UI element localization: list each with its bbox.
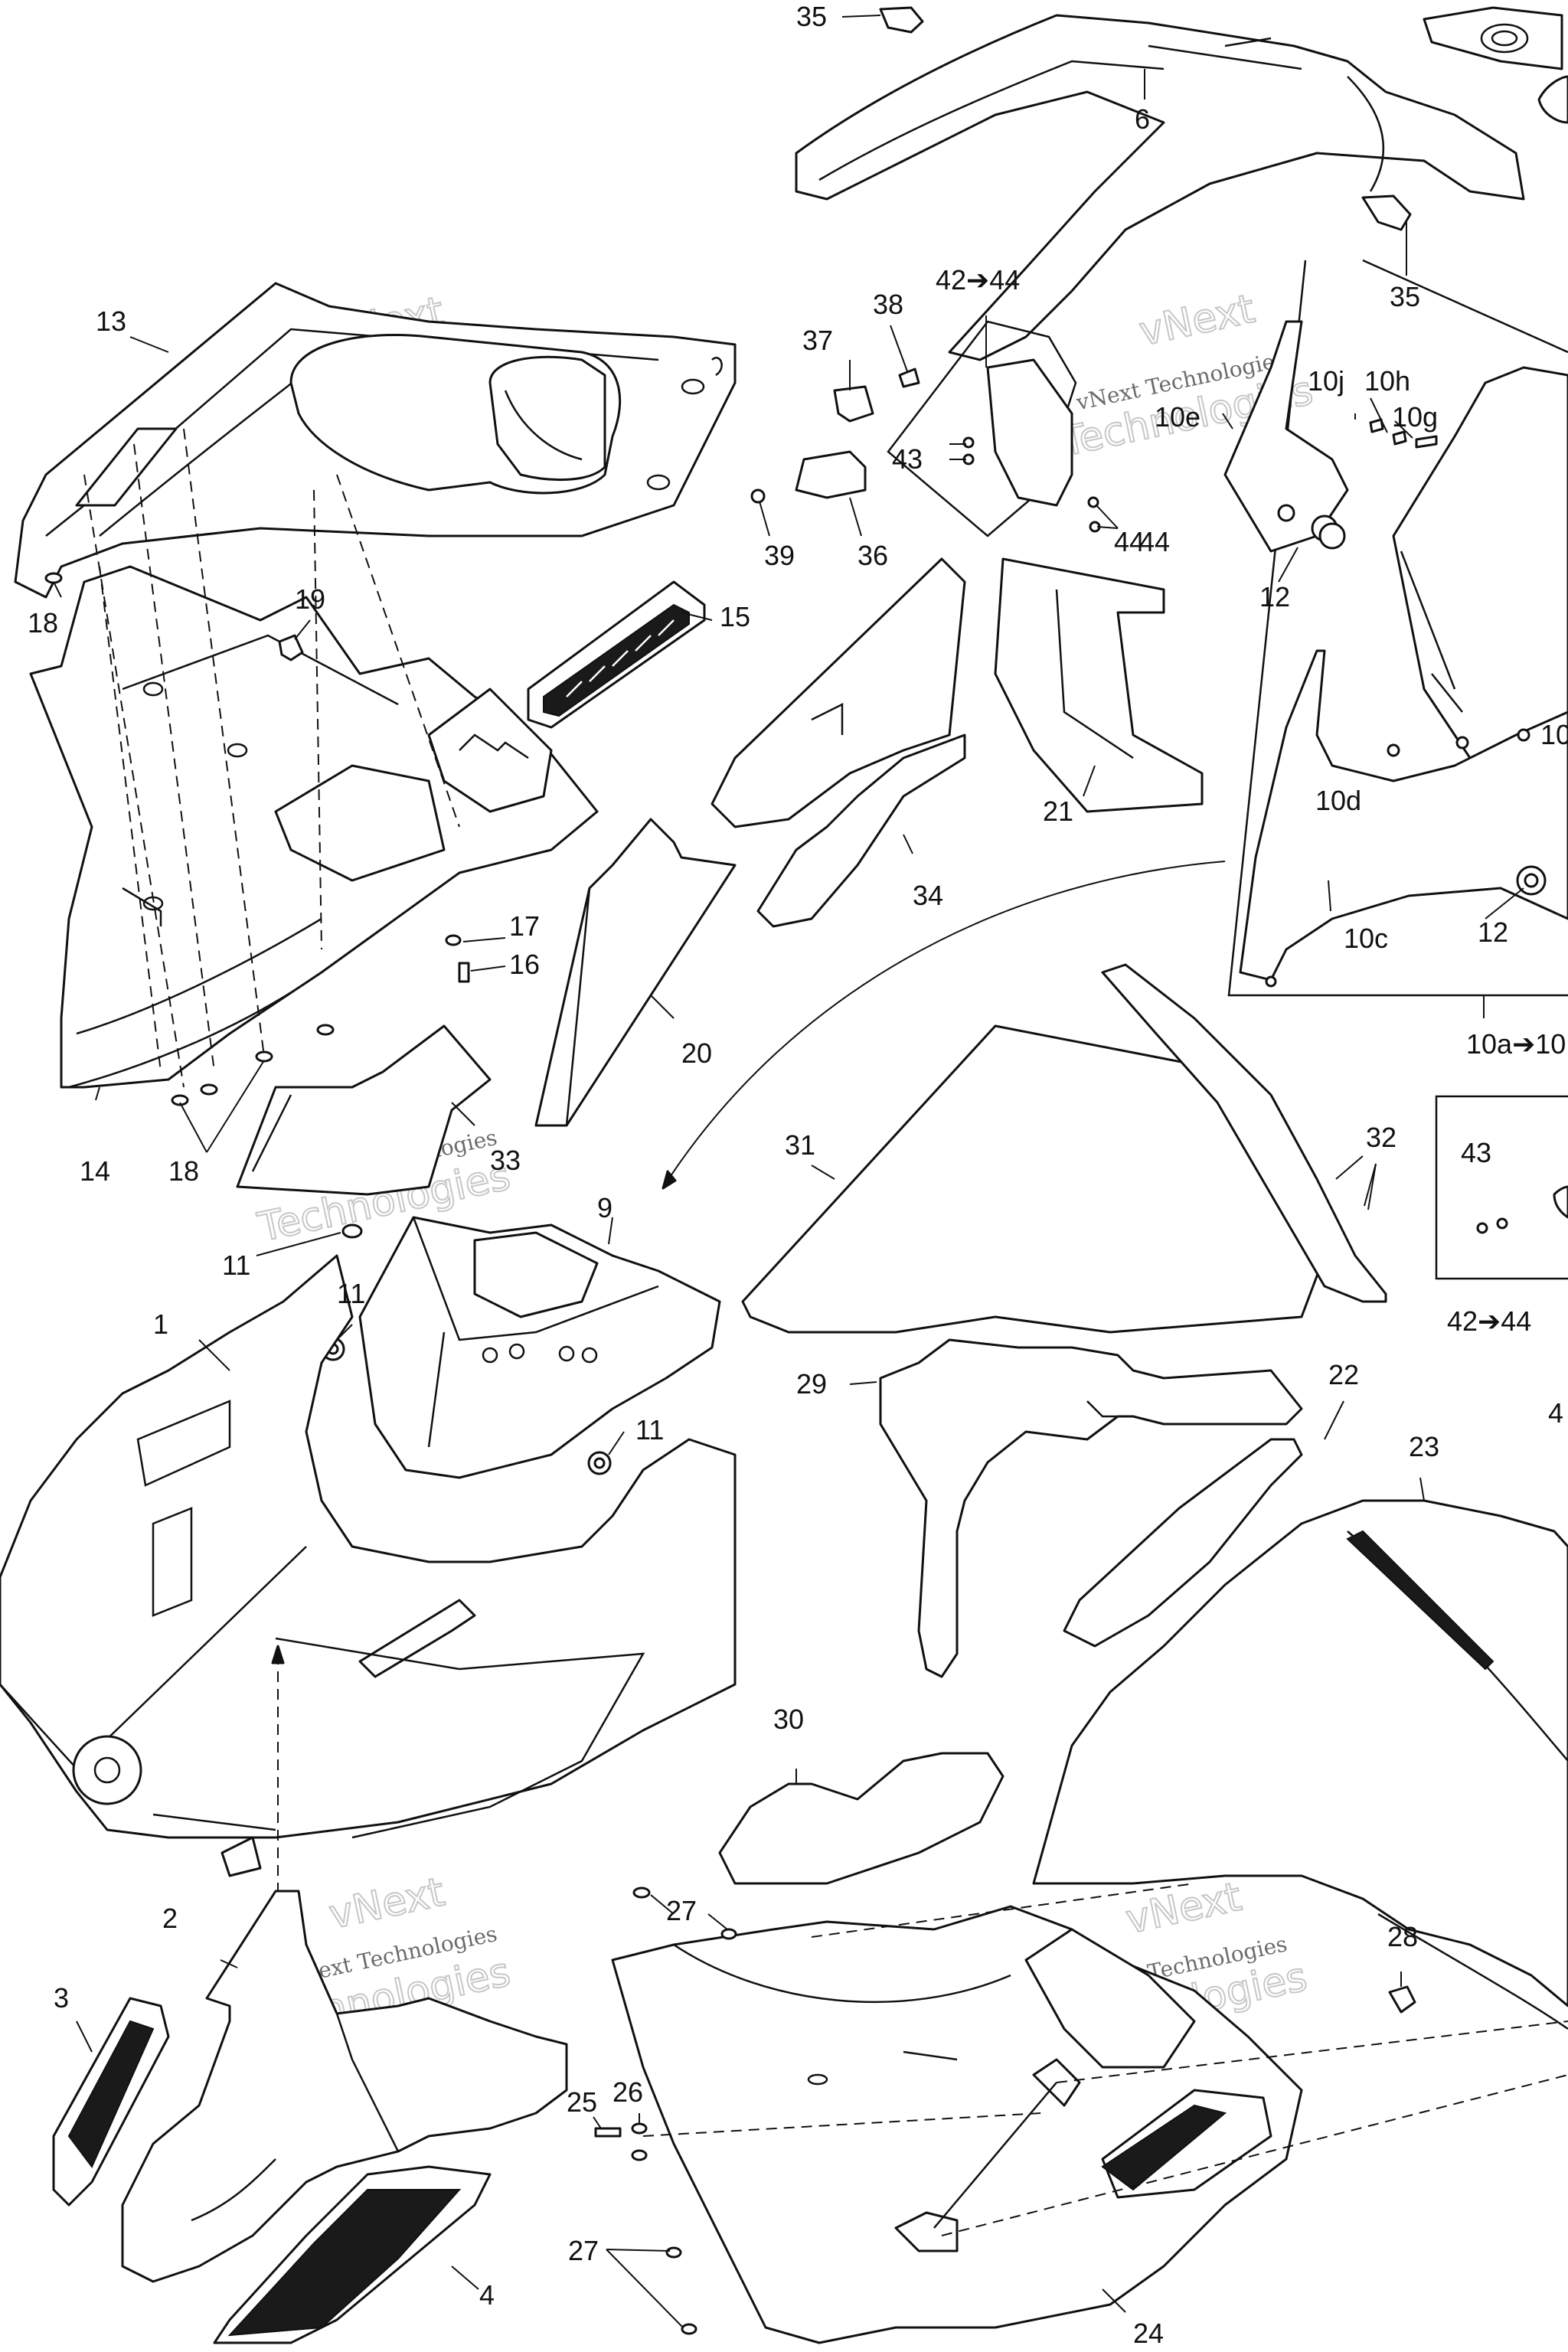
callout-38: 38	[873, 289, 903, 320]
callout-27: 27	[568, 2235, 599, 2266]
assembly-lines-13-14	[83, 428, 460, 1088]
part-19-clip	[278, 634, 304, 662]
part-35-clip-top	[879, 6, 924, 34]
callout-10h: 10h	[1364, 365, 1410, 397]
part-30-panel	[718, 1752, 1004, 1885]
callout-18: 18	[168, 1155, 199, 1187]
callout-17: 17	[509, 910, 540, 942]
part-28-clip	[1388, 1985, 1416, 2014]
callout-labels: 35 6 35 13 38 37 42➔44 43 44 39 36 10j 1…	[28, 1, 1568, 2349]
callout-44: 44	[1139, 526, 1170, 557]
callout-35: 35	[796, 1, 827, 32]
callout-12: 12	[1259, 581, 1290, 612]
callout-15: 15	[720, 601, 750, 632]
part-16-17-screw	[445, 934, 470, 983]
callout-4: 4	[479, 2279, 495, 2311]
callout-11: 11	[337, 1278, 365, 1309]
part-top-right-plate	[1423, 6, 1568, 124]
callout-1: 1	[153, 1308, 168, 1340]
assembly-lines-23-24	[642, 1883, 1568, 2236]
callout-9: 9	[597, 1192, 612, 1223]
callout-16: 16	[509, 949, 540, 980]
callout-24: 24	[1133, 2318, 1164, 2349]
part-1-hood	[0, 1254, 737, 1877]
callout-19: 19	[295, 583, 325, 615]
assembly-up-arrow	[271, 1645, 285, 2052]
callout-21: 21	[1043, 795, 1073, 827]
callout-32: 32	[1366, 1122, 1396, 1153]
callout-11: 11	[635, 1414, 664, 1446]
callout-10a: 10a➔10	[1466, 1028, 1566, 1060]
part-33-panel	[236, 1024, 492, 1196]
callout-43: 43	[1461, 1137, 1491, 1168]
part-15-vent-grille	[527, 580, 706, 729]
watermark-logo: vNext	[1135, 286, 1259, 355]
callout-27: 27	[666, 1895, 697, 1926]
assembly-arc-arrow	[662, 861, 1226, 1190]
callout-3: 3	[54, 1982, 69, 2014]
leader-lines	[53, 15, 1524, 2328]
callout-18: 18	[28, 607, 58, 639]
callout-4x: 4	[1548, 1397, 1563, 1429]
callout-10: 10	[1540, 719, 1568, 750]
callout-22: 22	[1328, 1359, 1359, 1390]
callout-42-44: 42➔44	[1447, 1305, 1531, 1337]
hardware-36-39	[750, 368, 920, 504]
callout-28: 28	[1387, 1921, 1418, 1952]
part-6-upper-console	[795, 14, 1525, 361]
callout-34: 34	[913, 880, 943, 911]
part-2-front-nose	[121, 1890, 568, 2283]
callout-10d: 10d	[1315, 785, 1361, 816]
callout-35: 35	[1390, 281, 1420, 312]
callout-25: 25	[567, 2086, 597, 2118]
part-29-panel	[879, 1338, 1303, 1678]
part-4-grille	[213, 2165, 492, 2344]
callout-10g: 10g	[1392, 401, 1438, 433]
callout-11: 11	[222, 1250, 250, 1281]
watermark-logo: vNext	[325, 1869, 449, 1938]
callout-29: 29	[796, 1368, 827, 1400]
hardware-25-27	[594, 1886, 737, 2335]
part-10c-lower-shield	[1239, 649, 1568, 988]
part-24-lower-console	[611, 1905, 1303, 2344]
callout-43: 43	[892, 443, 923, 475]
callout-36: 36	[858, 540, 888, 571]
callout-6: 6	[1135, 103, 1150, 135]
callout-31: 31	[785, 1129, 815, 1161]
callout-30: 30	[773, 1704, 804, 1735]
callout-44: 44	[1114, 526, 1145, 557]
callout-20: 20	[681, 1037, 712, 1069]
callout-10e: 10e	[1155, 401, 1200, 433]
part-35-clip-right	[1361, 194, 1412, 231]
part-22-strip	[1063, 1438, 1303, 1648]
part-12-grommets	[1318, 522, 1547, 896]
callout-26: 26	[612, 2076, 643, 2108]
part-32-strip	[1101, 963, 1387, 1303]
part-3-grille	[52, 1997, 170, 2207]
part-23-side-panel	[1032, 1499, 1568, 2030]
part-34-panel	[710, 557, 966, 928]
callout-39: 39	[764, 540, 795, 571]
part-14-lower-cowl	[29, 565, 599, 1089]
part-9-headlight-housing	[358, 1216, 721, 1479]
frame-42-44	[887, 320, 1077, 537]
callout-12: 12	[1478, 916, 1508, 948]
callout-33: 33	[490, 1145, 521, 1176]
part-20-panel	[534, 818, 737, 1127]
callout-10j: 10j	[1308, 365, 1344, 397]
part-10-windshield	[1392, 366, 1568, 760]
frame-43-right	[1435, 1095, 1568, 1280]
part-42-panel	[962, 358, 1101, 533]
callout-42-44: 42➔44	[936, 264, 1020, 296]
callout-2: 2	[162, 1903, 178, 1934]
callout-13: 13	[96, 305, 126, 337]
hardware-10g-10h-10j	[1369, 418, 1438, 449]
part-21-panel	[994, 557, 1204, 813]
callout-10c: 10c	[1344, 923, 1388, 954]
callout-37: 37	[802, 325, 833, 356]
callout-14: 14	[80, 1155, 110, 1187]
callout-23: 23	[1409, 1431, 1439, 1462]
